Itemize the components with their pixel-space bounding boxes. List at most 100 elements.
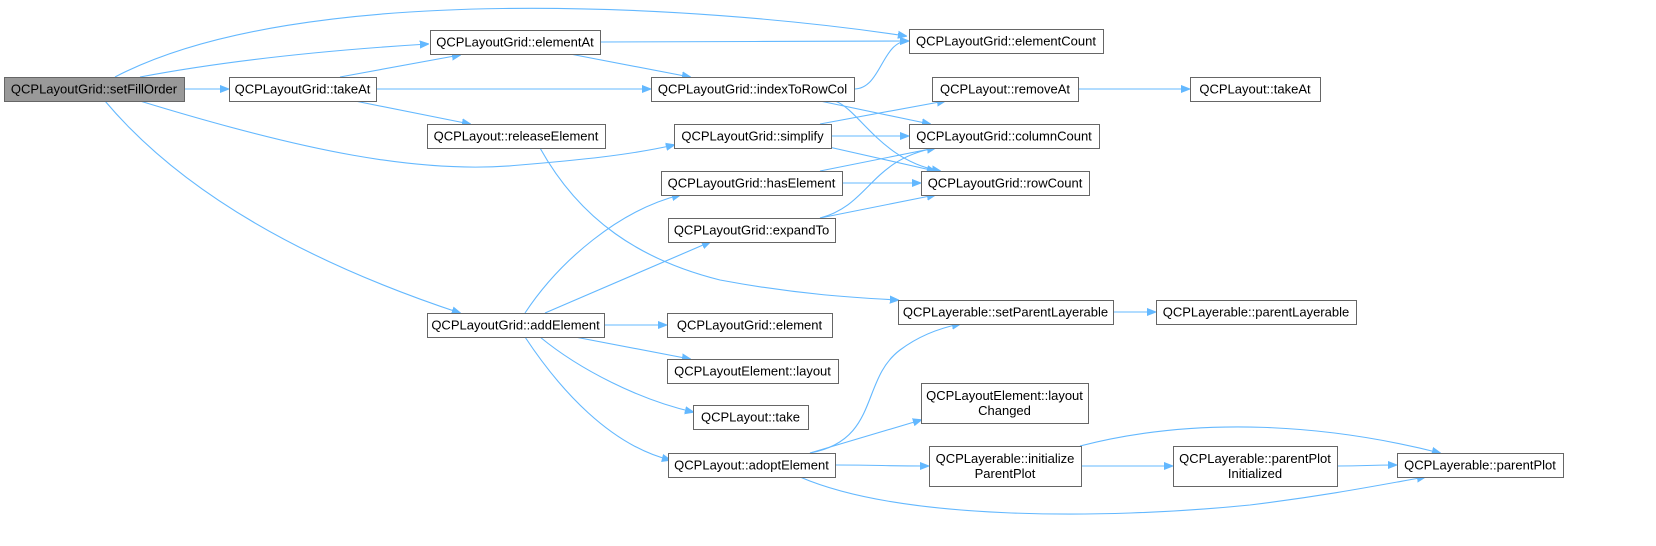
edge-hasElement-to-columnCount	[819, 148, 935, 172]
node-parentLayerable[interactable]: QCPLayerable::parentLayerable	[1156, 300, 1357, 325]
edge-setFillOrder-to-addElement	[104, 100, 460, 313]
node-label: QCPLayerable::parentPlot	[1404, 458, 1556, 473]
edge-addElement-to-take	[539, 336, 693, 412]
node-removeAt[interactable]: QCPLayout::removeAt	[932, 77, 1079, 102]
edge-addElement-to-expandTo	[544, 242, 710, 314]
node-box	[909, 29, 1104, 54]
node-simplify[interactable]: QCPLayoutGrid::simplify	[674, 124, 832, 149]
edge-adoptElement-to-layoutChanged	[809, 420, 921, 454]
edge-takeAt-to-releaseElement	[354, 100, 470, 124]
node-box	[668, 218, 836, 243]
node-box	[229, 77, 377, 102]
node-columnCount[interactable]: QCPLayoutGrid::columnCount	[909, 124, 1100, 149]
node-label: Initialized	[1228, 466, 1282, 481]
edge-elementAt-to-elementCount	[599, 41, 908, 42]
node-box	[1190, 77, 1321, 102]
node-label: QCPLayoutGrid::elementAt	[436, 35, 594, 50]
node-label: QCPLayout::take	[701, 410, 800, 425]
edge-addElement-to-elemLayout	[574, 336, 690, 359]
node-label: QCPLayoutGrid::addElement	[431, 318, 600, 333]
node-label: QCPLayoutGrid::expandTo	[674, 223, 829, 238]
node-label: QCPLayerable::parentLayerable	[1163, 305, 1349, 320]
node-label: Changed	[978, 403, 1031, 418]
node-label: QCPLayoutGrid::columnCount	[916, 129, 1092, 144]
node-label: QCPLayout::takeAt	[1199, 82, 1311, 97]
nodes-layer: QCPLayoutGrid::setFillOrderQCPLayoutGrid…	[4, 29, 1564, 487]
edge-indexToRowCol-to-rowCount	[834, 100, 940, 171]
node-parentPlot[interactable]: QCPLayerable::parentPlot	[1397, 453, 1564, 478]
node-box	[667, 359, 839, 384]
node-box	[898, 300, 1114, 325]
node-label: QCPLayoutGrid::elementCount	[916, 34, 1096, 49]
edge-releaseElement-to-setParentLayerable	[539, 147, 898, 300]
node-label: QCPLayout::adoptElement	[674, 458, 829, 473]
edge-addElement-to-adoptElement	[524, 336, 670, 460]
node-label: QCPLayoutGrid::rowCount	[928, 176, 1083, 191]
edge-takeAt-to-elementAt	[339, 55, 460, 78]
node-box	[932, 77, 1079, 102]
node-box	[929, 446, 1082, 487]
node-label: QCPLayout::removeAt	[940, 82, 1070, 97]
edge-setFillOrder-to-elementCount	[114, 7, 906, 78]
node-setParentLayerable[interactable]: QCPLayerable::setParentLayerable	[898, 300, 1114, 325]
node-label: QCPLayoutGrid::takeAt	[235, 82, 371, 97]
node-box	[651, 77, 855, 102]
node-rowCount[interactable]: QCPLayoutGrid::rowCount	[921, 171, 1090, 196]
edge-expandTo-to-rowCount	[819, 195, 935, 219]
node-label: QCPLayoutGrid::hasElement	[668, 176, 836, 191]
node-label: ParentPlot	[975, 466, 1036, 481]
node-adoptElement[interactable]: QCPLayout::adoptElement	[668, 453, 836, 478]
node-box	[921, 383, 1089, 424]
node-elementCount[interactable]: QCPLayoutGrid::elementCount	[909, 29, 1104, 54]
edge-setFillOrder-to-elementAt	[139, 44, 428, 78]
node-layoutTakeAt[interactable]: QCPLayout::takeAt	[1190, 77, 1321, 102]
node-box	[909, 124, 1100, 149]
node-expandTo[interactable]: QCPLayoutGrid::expandTo	[668, 218, 836, 243]
node-label: QCPLayerable::initialize	[936, 451, 1075, 466]
node-takeAt[interactable]: QCPLayoutGrid::takeAt	[229, 77, 377, 102]
node-addElement[interactable]: QCPLayoutGrid::addElement	[427, 313, 605, 338]
node-hasElement[interactable]: QCPLayoutGrid::hasElement	[661, 171, 843, 196]
node-box	[430, 30, 601, 55]
edge-adoptElement-to-setParentLayerable	[809, 324, 960, 454]
edge-initializeParentPlot-to-parentPlot	[1079, 426, 1440, 453]
node-elemLayout[interactable]: QCPLayoutElement::layout	[667, 359, 839, 384]
edge-indexToRowCol-to-columnCount	[819, 100, 930, 124]
node-label: QCPLayoutGrid::setFillOrder	[11, 82, 178, 97]
edge-setFillOrder-to-simplify	[139, 100, 674, 168]
edge-addElement-to-hasElement	[524, 195, 680, 314]
edge-elementAt-to-indexToRowCol	[569, 53, 690, 77]
edge-indexToRowCol-to-elementCount	[853, 41, 908, 90]
node-box	[693, 405, 809, 430]
node-box	[427, 124, 606, 149]
node-label: QCPLayoutGrid::element	[677, 318, 823, 333]
edge-simplify-to-rowCount	[819, 144, 935, 171]
node-label: QCPLayoutGrid::indexToRowCol	[658, 82, 847, 97]
edge-adoptElement-to-parentPlot	[799, 477, 1425, 515]
node-box	[667, 313, 833, 338]
node-box	[427, 313, 605, 338]
edge-parentPlotInitialized-to-parentPlot	[1336, 465, 1396, 466]
node-take[interactable]: QCPLayout::take	[693, 405, 809, 430]
node-label: QCPLayerable::setParentLayerable	[903, 305, 1108, 320]
node-box	[1173, 446, 1338, 487]
edges-layer	[104, 7, 1440, 515]
edge-simplify-to-removeAt	[819, 101, 945, 125]
node-label: QCPLayoutElement::layout	[926, 388, 1083, 403]
edge-expandTo-to-columnCount	[819, 148, 935, 219]
node-releaseElement[interactable]: QCPLayout::releaseElement	[427, 124, 606, 149]
node-setFillOrder[interactable]: QCPLayoutGrid::setFillOrder	[4, 77, 185, 102]
node-label: QCPLayoutElement::layout	[674, 364, 831, 379]
node-box	[921, 171, 1090, 196]
node-box	[1397, 453, 1564, 478]
node-gridElement[interactable]: QCPLayoutGrid::element	[667, 313, 833, 338]
node-label: QCPLayoutGrid::simplify	[681, 129, 824, 144]
node-indexToRowCol[interactable]: QCPLayoutGrid::indexToRowCol	[651, 77, 855, 102]
node-label: QCPLayout::releaseElement	[434, 129, 599, 144]
node-elementAt[interactable]: QCPLayoutGrid::elementAt	[430, 30, 601, 55]
node-box	[4, 77, 185, 102]
